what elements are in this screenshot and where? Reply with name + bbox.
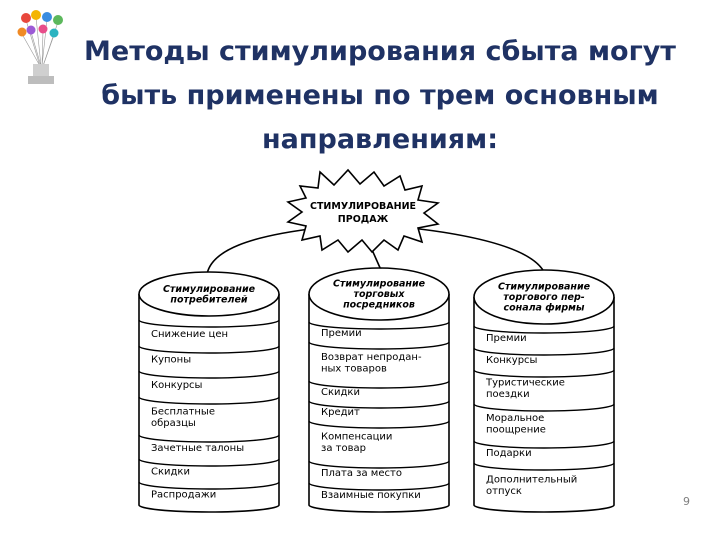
column-header-text: торговых — [353, 289, 405, 300]
column-item-text: Дополнительный — [486, 474, 577, 485]
center-label-line-1: СТИМУЛИРОВАНИЕ — [310, 201, 416, 212]
band-separator — [308, 420, 450, 429]
column-header-text: торгового пер- — [503, 292, 584, 303]
column-header-text: потребителей — [170, 294, 247, 305]
band-separator — [473, 369, 615, 378]
title-line-2: быть применены по трем основным — [101, 80, 659, 111]
column-base-arc — [473, 504, 615, 513]
column-item-text: поощрение — [486, 424, 546, 435]
column-item-text: Конкурсы — [486, 355, 537, 366]
column-item-text: Туристические — [485, 377, 565, 388]
band-separator — [473, 347, 615, 356]
column-item-text: Возврат непродан- — [321, 352, 422, 363]
column-header-ellipse — [138, 271, 280, 317]
column-header-text: Стимулирование — [163, 284, 256, 295]
column-item-text: Премии — [321, 328, 362, 339]
band-separator — [138, 345, 280, 354]
column-header-ellipse — [473, 269, 615, 325]
connector-right — [411, 227, 546, 275]
column-item-text: Кредит — [321, 407, 360, 418]
column-item-text: Взаимные покупки — [321, 490, 421, 501]
column-item-text: Компенсации — [321, 431, 392, 442]
band-separator — [308, 460, 450, 469]
column-trade-intermediaries: СтимулированиеторговыхпосредниковПремииВ… — [308, 267, 450, 513]
band-separator — [308, 341, 450, 350]
column-item-text: Плата за место — [321, 468, 402, 479]
band-separator — [473, 440, 615, 449]
column-item-text: Распродажи — [151, 490, 216, 501]
column-base-arc — [308, 504, 450, 513]
connector-left — [206, 227, 319, 275]
band-separator — [308, 380, 450, 389]
band-separator — [138, 370, 280, 379]
band-separator — [308, 321, 450, 330]
column-item-text: Конкурсы — [151, 380, 202, 391]
band-separator — [473, 403, 615, 412]
column-item-text: Скидки — [321, 387, 360, 398]
band-separator — [138, 434, 280, 443]
band-separator — [138, 481, 280, 490]
band-separator — [308, 482, 450, 491]
title-line-1: Методы стимулирования сбыта могут — [84, 36, 676, 67]
column-header-text: посредников — [343, 300, 415, 311]
column-item-text: Купоны — [151, 355, 191, 366]
column-item-text: Бесплатные — [151, 406, 215, 417]
column-item-text: Скидки — [151, 467, 190, 478]
band-separator — [138, 396, 280, 405]
title-line-3: направлениям: — [261, 124, 499, 155]
column-base-arc — [138, 504, 280, 513]
column-item-text: Зачетные талоны — [151, 443, 244, 454]
band-separator — [308, 400, 450, 409]
column-item-text: Премии — [486, 333, 527, 344]
column-header-text: Стимулирование — [498, 282, 591, 293]
column-item-text: Снижение цен — [151, 329, 228, 340]
band-separator — [473, 325, 615, 334]
center-burst — [286, 168, 441, 254]
column-header-ellipse — [308, 267, 450, 321]
column-item-text: образцы — [151, 418, 196, 429]
column-item-text: за товар — [321, 443, 366, 454]
band-separator — [138, 319, 280, 328]
column-item-text: Моральное — [486, 413, 544, 424]
center-label-line-2: ПРОДАЖ — [338, 214, 389, 225]
column-header-text: сонала фирмы — [503, 303, 584, 314]
column-header-text: Стимулирование — [333, 279, 426, 290]
column-item-text: поездки — [486, 389, 530, 400]
band-separator — [138, 458, 280, 467]
balloons-logo — [17, 10, 63, 84]
slide-title: Методы стимулирования сбыта могут быть п… — [70, 30, 690, 162]
band-separator — [473, 462, 615, 471]
column-body — [139, 294, 279, 505]
page-number: 9 — [683, 495, 690, 508]
column-item-text: Подарки — [486, 448, 532, 459]
column-item-text: отпуск — [486, 486, 522, 497]
column-item-text: ных товаров — [321, 363, 387, 374]
